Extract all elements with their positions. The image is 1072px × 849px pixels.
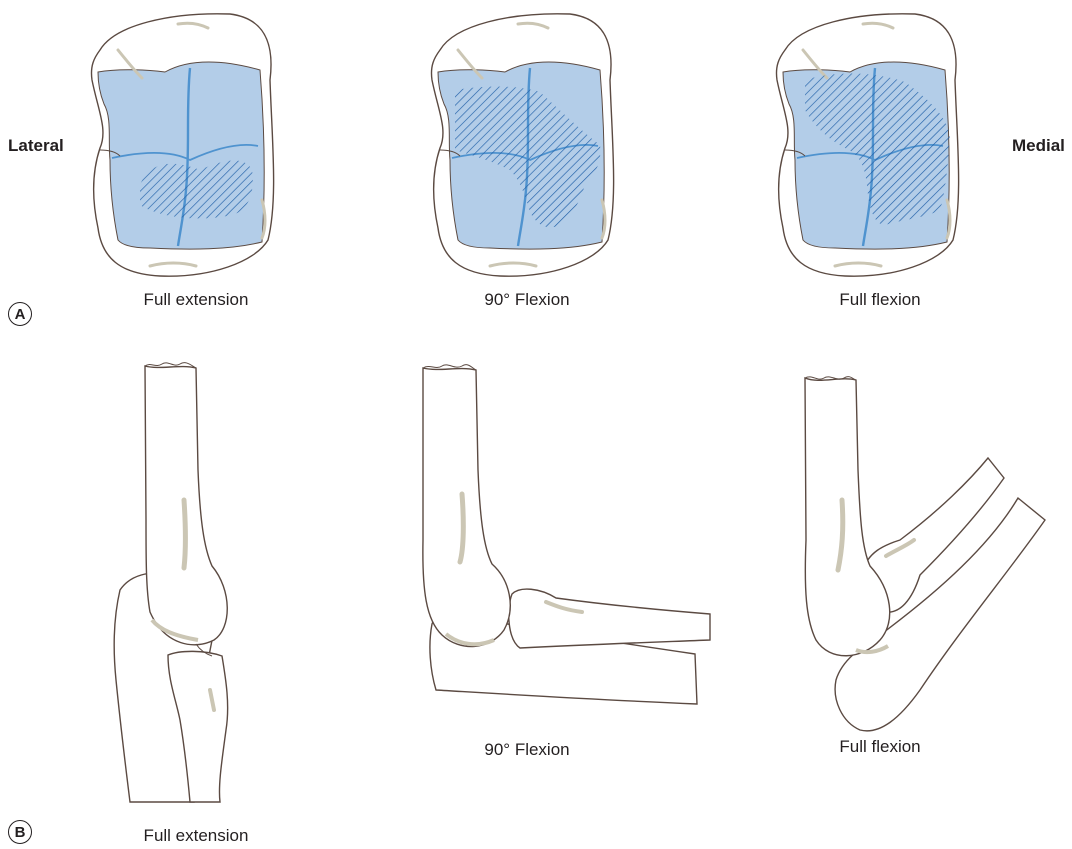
medial-label: Medial	[1012, 136, 1065, 156]
patella-90-flexion	[431, 14, 613, 276]
femur-full-flexion	[805, 378, 890, 656]
patella-full-flexion	[776, 14, 958, 276]
caption-a-full-flexion: Full flexion	[839, 290, 920, 310]
patella-full-extension	[91, 14, 273, 276]
fibula-flexion	[509, 589, 710, 648]
caption-b-full-extension: Full extension	[144, 826, 249, 846]
knee-90-flexion	[423, 365, 710, 704]
panel-a-badge: A	[8, 302, 32, 326]
caption-b-90-flexion: 90° Flexion	[484, 740, 569, 760]
caption-a-90-flexion: 90° Flexion	[484, 290, 569, 310]
panel-b-badge: B	[8, 820, 32, 844]
caption-b-full-flexion: Full flexion	[839, 737, 920, 757]
caption-a-full-extension: Full extension	[144, 290, 249, 310]
femur-flexion	[423, 368, 510, 646]
knee-full-extension	[114, 363, 228, 802]
contact-area-full-extension	[140, 161, 253, 219]
knee-full-flexion	[805, 377, 1045, 731]
lateral-label: Lateral	[8, 136, 64, 156]
